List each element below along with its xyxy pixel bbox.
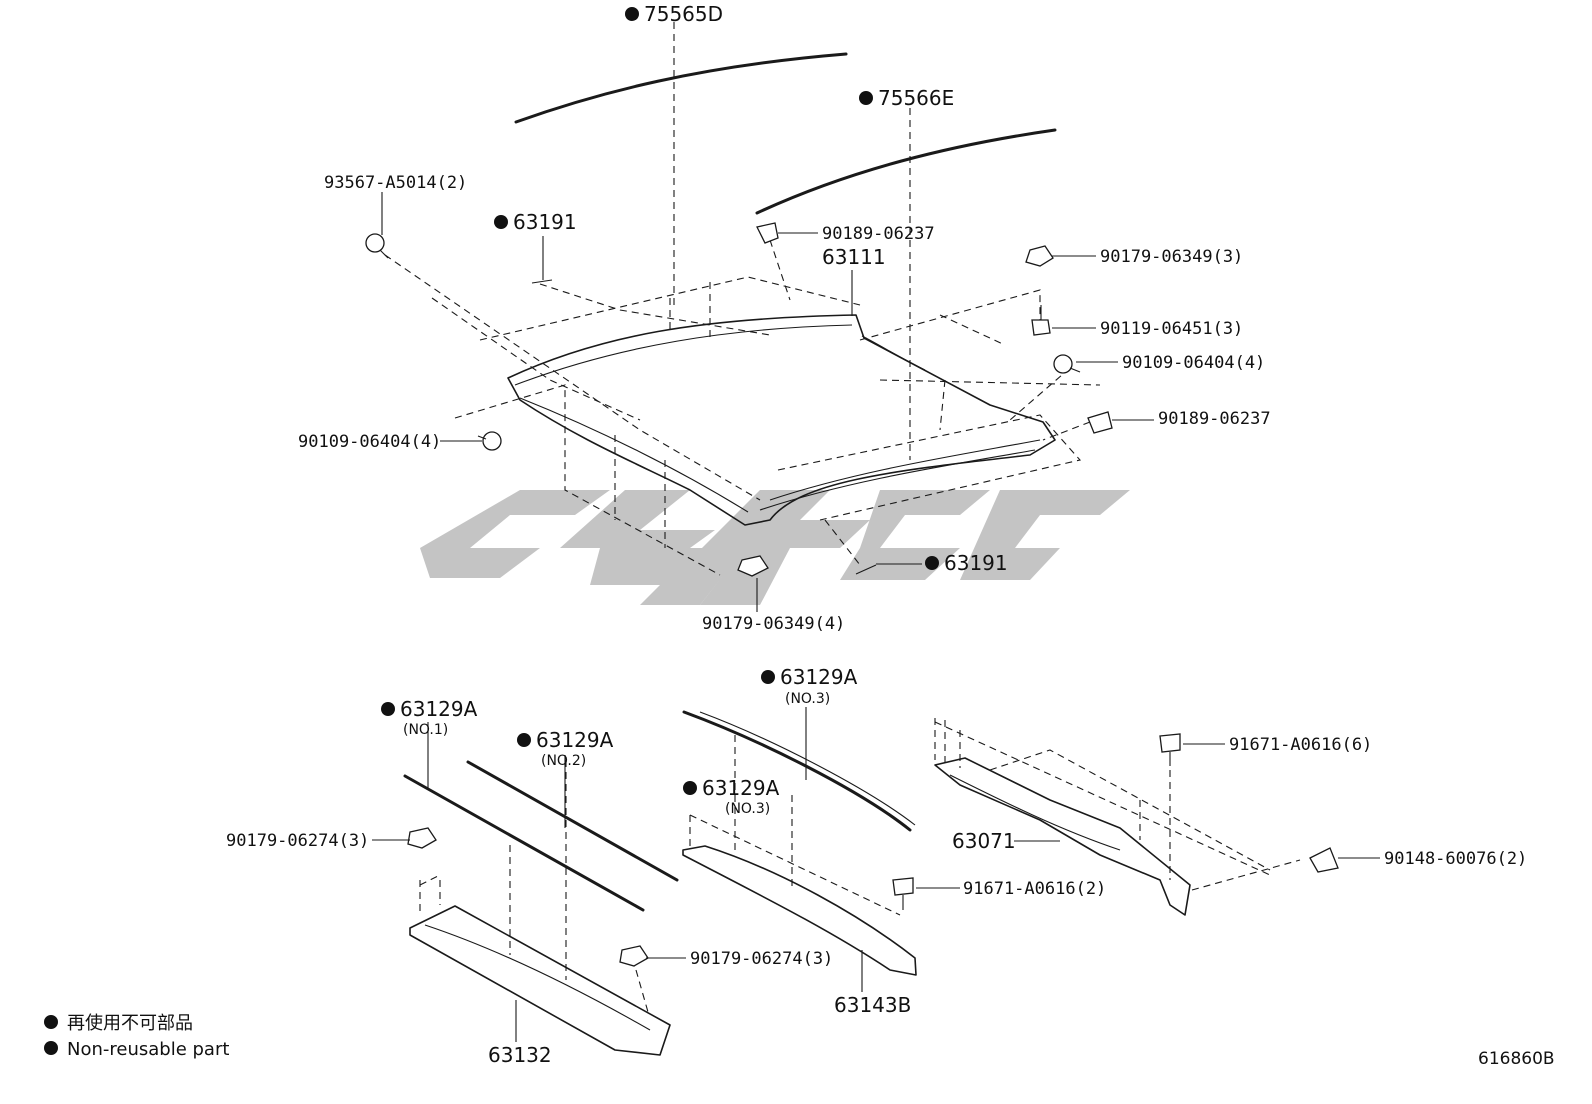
callout-90148-60076: 90148-60076(2) [1384,849,1527,869]
nut-90179-274-mid-icon [619,945,649,967]
roof-panel-63111 [507,52,1057,526]
strip-63129A-no2 [466,760,679,882]
callout-63129A-no3-bottom-sub: (NO.3) [725,801,770,817]
callout-63129A-no2: 63129A [536,728,614,752]
legend-jp: 再使用不可部品 [67,1013,193,1034]
bolt-91671-6-icon [1159,733,1181,753]
non-reusable-bullet-icon [517,733,531,747]
callout-63129A-no3-top-sub: (NO.3) [785,691,830,707]
callout-90189-06237-top: 90189-06237 [822,224,935,244]
callout-63143B: 63143B [834,993,911,1017]
callout-90179-06349-3: 90179-06349(3) [1100,247,1243,267]
legend-bullet-icon [44,1041,58,1055]
callout-90109-06404-right: 90109-06404(4) [1122,353,1265,373]
callout-63129A-no1-sub: (NO.1) [403,722,448,738]
nut-90179-274-left-icon [407,827,437,849]
strip-63129A-no3-outer [682,710,912,832]
callout-63071: 63071 [952,829,1016,853]
strip-63129A-no1 [403,774,645,912]
lower-right-assembly [934,718,1380,916]
lower-middle-assembly [682,707,960,992]
callout-63129A-no2-sub: (NO.2) [541,753,586,769]
callout-63129A-no3-bottom: 63129A [702,776,780,800]
bolt-90109-left-icon [482,431,502,451]
callout-63191-bottom: 63191 [944,551,1008,575]
legend-en: Non-reusable part [67,1039,229,1060]
callout-90179-06274-mid: 90179-06274(3) [690,949,833,969]
callout-90179-06274-left: 90179-06274(3) [226,831,369,851]
callout-75565D: 75565D [644,2,723,26]
callout-90179-06349-4: 90179-06349(4) [702,614,845,634]
non-reusable-bullet-icon [925,556,939,570]
callout-91671-A0616-6: 91671-A0616(6) [1229,735,1372,755]
lower-left-assembly [372,722,686,1056]
bracket-63132-shape [409,905,671,1056]
leader-lines-upper [381,22,1154,612]
bolt-90109-right-icon [1053,354,1073,374]
assembly-lines-upper [384,239,1101,576]
callout-63111: 63111 [822,245,886,269]
bolt-90119-icon [1031,319,1051,336]
fasteners-upper [365,222,1113,577]
callout-90189-06237-right: 90189-06237 [1158,409,1271,429]
nut-90179-top-icon [1025,245,1054,267]
non-reusable-bullet-icon [625,7,639,21]
rail-63143B-shape [682,845,917,976]
non-reusable-bullet-icon [381,702,395,716]
screw-90148-icon [1309,847,1339,873]
nut-90179-bottom-icon [737,555,769,577]
callout-90109-06404-left: 90109-06404(4) [298,432,441,452]
fastener-63191-top-icon [531,279,553,284]
non-reusable-bullet-icon [494,215,508,229]
clip-90189-top-icon [756,222,779,244]
non-reusable-bullet-icon [761,670,775,684]
bolt-91671-2-icon [892,877,914,896]
callout-63129A-no1: 63129A [400,697,478,721]
bracket-63071-shape [934,757,1191,916]
fastener-63191-bottom-icon [855,564,877,575]
callout-63191-top: 63191 [513,210,577,234]
callout-93567-A5014: 93567-A5014(2) [324,173,467,193]
callout-63132: 63132 [488,1043,552,1067]
watermark-logo [420,490,1130,605]
callout-90119-06451: 90119-06451(3) [1100,319,1243,339]
screw-93567-icon [365,233,385,253]
legend-bullet-icon [44,1015,58,1029]
callout-91671-A0616-2: 91671-A0616(2) [963,879,1106,899]
callout-75566E: 75566E [878,86,954,110]
diagram-code: 616860B [1478,1049,1555,1069]
molding-75565D-shape [514,52,848,124]
molding-75566E-shape [755,128,1057,215]
non-reusable-bullet-icon [859,91,873,105]
clip-90189-right-icon [1087,411,1113,434]
callout-labels: 75565D 75566E 93567-A5014(2) 63191 90189… [226,2,1527,1067]
legend: 再使用不可部品 Non-reusable part [44,1013,229,1060]
non-reusable-bullet-icon [683,781,697,795]
callout-63129A-no3-top: 63129A [780,665,858,689]
